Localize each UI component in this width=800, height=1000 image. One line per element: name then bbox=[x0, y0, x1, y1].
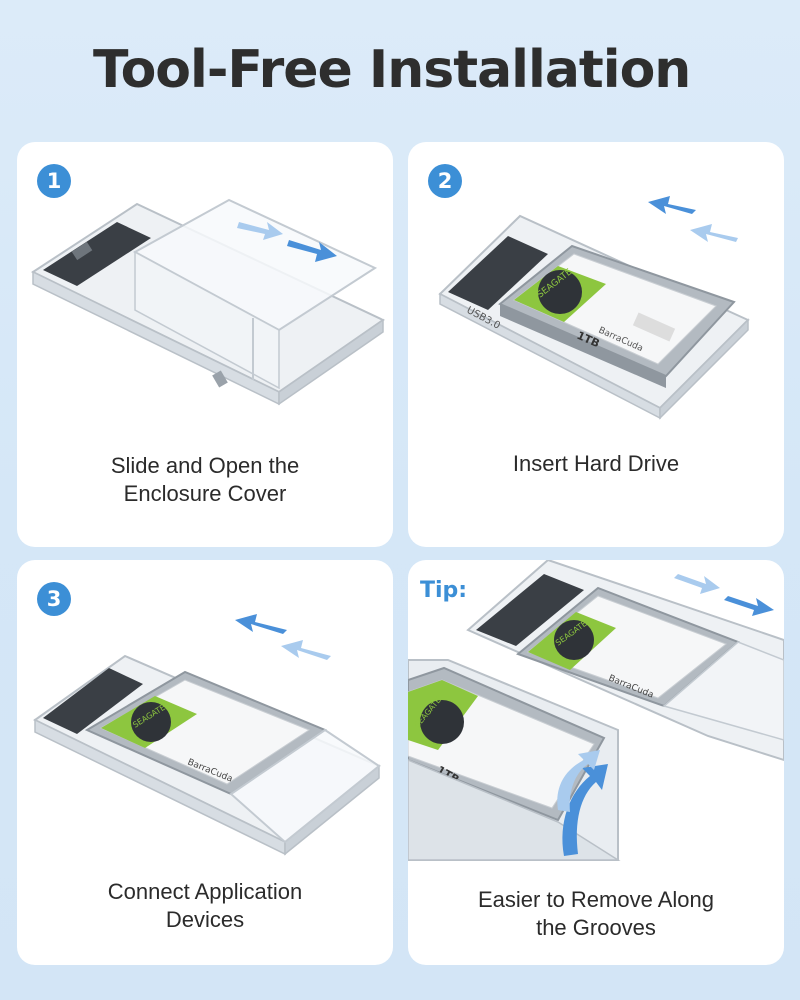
remove-arrows-icon bbox=[557, 574, 774, 856]
step-2-card: 2 USB3.0 SEAGATE 1TB BarraCuda Insert Ha… bbox=[408, 142, 784, 547]
page-title: Tool-Free Installation bbox=[93, 40, 691, 100]
close-arrows-icon bbox=[235, 614, 331, 660]
step-3-badge: 3 bbox=[37, 582, 71, 616]
slide-arrows-icon bbox=[237, 222, 337, 262]
step-2-caption: Insert Hard Drive bbox=[512, 451, 680, 476]
insert-arrows-icon bbox=[648, 196, 738, 242]
step-3-caption: Connect Application Devices bbox=[107, 879, 303, 932]
insert-drive-illustration: USB3.0 SEAGATE 1TB BarraCuda bbox=[438, 214, 750, 420]
step-3-card: 3 SEAGATE BarraCuda Connect Application … bbox=[17, 560, 393, 965]
open-enclosure-illustration bbox=[30, 198, 385, 406]
step-2-badge: 2 bbox=[428, 164, 462, 198]
tip-caption: Easier to Remove Along the Grooves bbox=[477, 887, 715, 940]
step-1-caption: Slide and Open the Enclosure Cover bbox=[110, 453, 300, 506]
step-1-badge: 1 bbox=[37, 164, 71, 198]
tip-label: Tip: bbox=[420, 578, 468, 603]
connect-device-illustration: SEAGATE BarraCuda bbox=[33, 654, 381, 856]
step-1-card: 1 Slide and Open the Enclosure Cover bbox=[17, 142, 393, 547]
tip-card: Tip: SEAGATE BarraCuda SEAGATE 1TB Easie… bbox=[408, 560, 784, 965]
